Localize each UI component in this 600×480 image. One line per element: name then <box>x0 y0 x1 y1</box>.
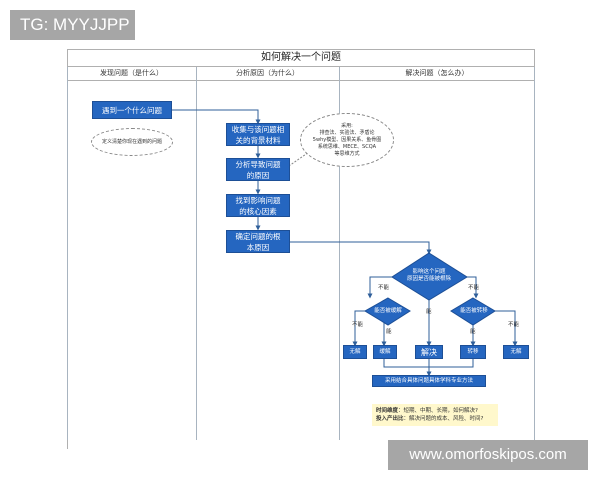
problem-box: 遇到一个什么问题 <box>92 101 172 119</box>
column-header-discover: 发现问题（是什么） <box>67 67 196 81</box>
label-can-mitigate: 能 <box>386 329 392 335</box>
step-analyze-causes: 分析导致问题的原因 <box>226 158 290 181</box>
label-cannot-main-right: 不能 <box>468 285 480 291</box>
column-divider-2 <box>339 67 340 440</box>
outcome-no-solution-left: 无解 <box>343 345 367 359</box>
diagram-title: 如何解决一个问题 <box>67 49 535 67</box>
column-header-solve: 解决问题（怎么办） <box>339 67 535 81</box>
outcome-no-solution-right: 无解 <box>503 345 529 359</box>
watermark-bottom-right: www.omorfoskipos.com <box>388 440 588 470</box>
transfer-decision-diamond: 能否被转移 <box>460 308 488 314</box>
outcome-transfer: 转移 <box>460 345 486 359</box>
label-cannot-main-left: 不能 <box>378 285 390 291</box>
label-can-transfer: 能 <box>470 329 476 335</box>
outcome-mitigate: 缓解 <box>373 345 397 359</box>
step-root-cause: 确定问题的根本原因 <box>226 230 290 253</box>
column-divider-left <box>67 67 68 440</box>
column-divider-1 <box>196 67 197 440</box>
define-problem-oval: 定义清楚你现在遇到的问题 <box>91 128 173 156</box>
label-cannot-mitigate: 不能 <box>352 322 364 328</box>
main-decision-diamond: 影响这个问题 原因是否能被根除 <box>406 269 451 282</box>
label-can-main: 能 <box>426 309 432 315</box>
methods-oval: 采用: 排查法、实验法、矛盾论 5why模型、因果关系、鱼骨图 系统思维、MEC… <box>300 113 394 167</box>
label-cannot-transfer: 不能 <box>508 322 520 328</box>
step-collect-background: 收集与该问题相关的背景材料 <box>226 123 290 146</box>
sticky-note: 时间维度：短期、中期、长期，如何解决? 投入产出比：解决问题的成本、风险、时间? <box>372 404 498 426</box>
step-find-core-factors: 找到影响问题的核心因素 <box>226 194 290 217</box>
mitigate-decision-diamond: 能否被缓解 <box>374 308 402 314</box>
column-divider-right <box>534 67 535 440</box>
specific-method-bar: 采用结合具体问题具体学科专业方法 <box>372 375 486 387</box>
column-header-analyze: 分析原因（为什么） <box>196 67 339 81</box>
watermark-top-left: TG: MYYJJPP <box>10 10 135 40</box>
outcome-solve: 解决 <box>415 345 443 359</box>
